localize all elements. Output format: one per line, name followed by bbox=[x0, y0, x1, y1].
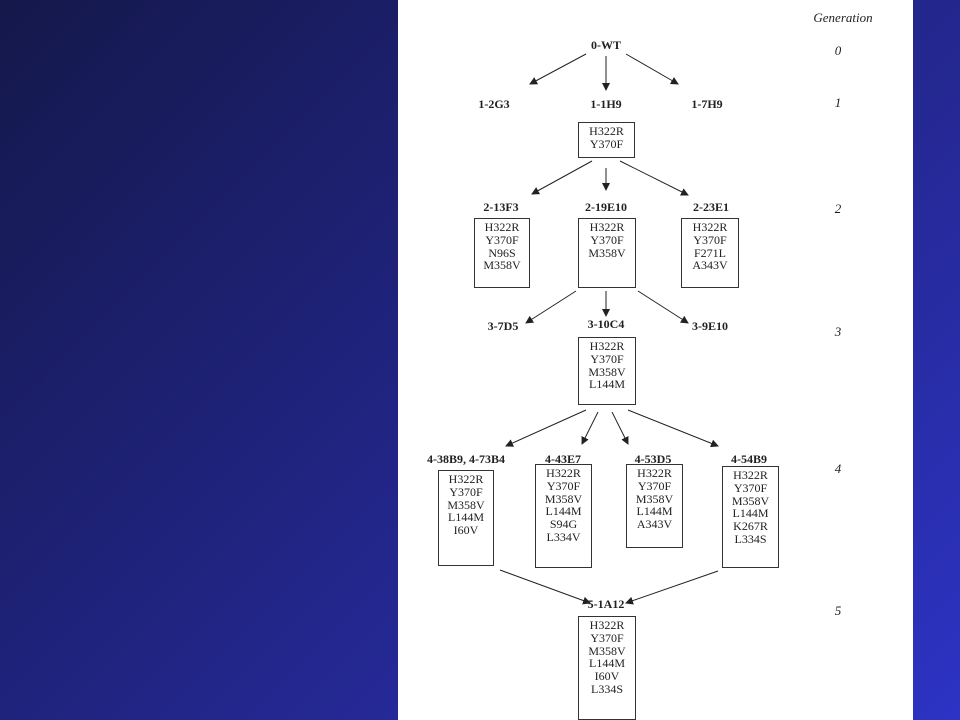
node-label-2-13f3: 2-13F3 bbox=[483, 200, 519, 214]
generation-3: 3 bbox=[834, 324, 842, 339]
mutation-text: M358V bbox=[483, 258, 521, 273]
node-label-3-7d5: 3-7D5 bbox=[487, 319, 519, 333]
generation-4: 4 bbox=[834, 461, 842, 476]
mutation-text: I60V bbox=[594, 669, 620, 684]
node-label-1-7h9: 1-7H9 bbox=[691, 97, 723, 111]
mutation-text: F271L bbox=[693, 245, 726, 260]
mutation-text: H322R bbox=[589, 124, 624, 138]
arrow-19e10-to-9e10 bbox=[637, 290, 689, 324]
mutation-text: Y370F bbox=[590, 232, 624, 247]
mutation-text: L144M bbox=[589, 656, 625, 671]
mutation-text: M358V bbox=[544, 491, 583, 506]
mutation-text: L334S bbox=[734, 531, 767, 546]
arrow-1h9-to-13f3 bbox=[531, 160, 593, 195]
mutation-text: L144M bbox=[589, 377, 625, 392]
node-label-2-23e1: 2-23E1 bbox=[693, 200, 729, 214]
mutation-text: M358V bbox=[588, 643, 626, 658]
mutation-text: L334S bbox=[590, 681, 623, 696]
generation-1: 1 bbox=[834, 95, 842, 110]
mutation-text: H322R bbox=[589, 220, 625, 234]
arrow-10c4-to-53d5 bbox=[611, 411, 629, 445]
mutation-text: L144M bbox=[732, 506, 769, 521]
node-label-3-9e10: 3-9E10 bbox=[692, 319, 728, 333]
mutation-text: A343V bbox=[636, 517, 673, 532]
arrow-wt-to-2g3 bbox=[529, 53, 587, 85]
arrow-layer bbox=[499, 53, 719, 605]
arrow-10c4-to-54b9 bbox=[627, 409, 719, 448]
mutation-text: H322R bbox=[589, 618, 625, 632]
node-label-1-2g3: 1-2G3 bbox=[478, 97, 510, 111]
mutation-text: H322R bbox=[637, 466, 672, 480]
arrow-38b9-to-1a12 bbox=[499, 569, 591, 605]
node-label-4-54b9: 4-54B9 bbox=[731, 452, 767, 466]
mutation-text: Y370F bbox=[693, 232, 727, 247]
mutation-text: H322R bbox=[589, 339, 625, 353]
node-label-4-38b9-73b4: 4-38B9, 4-73B4 bbox=[427, 452, 505, 466]
node-label-4-53d5: 4-53D5 bbox=[634, 452, 672, 466]
mutation-text: H322R bbox=[546, 466, 581, 480]
mutation-text: M358V bbox=[588, 364, 626, 379]
mutation-text: Y370F bbox=[590, 630, 624, 645]
mutation-text: N96S bbox=[488, 245, 516, 260]
arrow-wt-to-7h9 bbox=[625, 53, 679, 85]
mutation-text: K267R bbox=[733, 519, 768, 534]
lineage-diagram: Generation 0 1 2 3 4 5 0-WT 1-2G3 1-1H9 … bbox=[398, 0, 913, 720]
mutation-text: M358V bbox=[447, 497, 485, 512]
generation-header: Generation bbox=[813, 10, 873, 25]
arrow-10c4-to-43e7 bbox=[581, 411, 599, 445]
mutation-text: A343V bbox=[692, 258, 728, 273]
arrow-19e10-to-7d5 bbox=[525, 290, 577, 324]
mutation-text: L334V bbox=[546, 529, 581, 544]
mutation-text: Y370F bbox=[546, 478, 581, 493]
mutation-text: H322R bbox=[733, 468, 768, 482]
mutation-text: H322R bbox=[448, 472, 484, 486]
mutation-text: Y370F bbox=[590, 351, 624, 366]
mutation-text: S94G bbox=[549, 517, 578, 532]
node-label-5-1a12: 5-1A12 bbox=[587, 597, 625, 611]
arrow-54b9-to-1a12 bbox=[625, 570, 719, 605]
generation-2: 2 bbox=[834, 201, 842, 216]
generation-5: 5 bbox=[834, 603, 842, 618]
mutation-text: M358V bbox=[588, 245, 626, 260]
mutation-text: Y370F bbox=[733, 480, 768, 495]
mutation-text: M358V bbox=[731, 493, 770, 508]
node-label-4-43e7: 4-43E7 bbox=[545, 452, 581, 466]
mutation-text: L144M bbox=[545, 504, 582, 519]
node-label-2-19e10: 2-19E10 bbox=[585, 200, 627, 214]
arrow-1h9-to-23e1 bbox=[619, 160, 689, 196]
mutation-text: H322R bbox=[692, 220, 728, 234]
mutation-text: Y370F bbox=[589, 136, 624, 151]
node-label-0-wt: 0-WT bbox=[591, 38, 621, 52]
mutation-text: Y370F bbox=[485, 232, 519, 247]
generation-0: 0 bbox=[834, 43, 842, 58]
mutation-text: Y370F bbox=[449, 484, 483, 499]
mutation-text: L144M bbox=[448, 510, 484, 525]
arrow-10c4-to-38b9 bbox=[505, 409, 587, 447]
mutation-text: I60V bbox=[453, 523, 479, 538]
mutation-text: M358V bbox=[635, 491, 674, 506]
mutation-text: Y370F bbox=[637, 478, 672, 493]
mutation-text: L144M bbox=[636, 504, 673, 519]
mutation-text: H322R bbox=[484, 220, 520, 234]
node-label-1-1h9: 1-1H9 bbox=[590, 97, 622, 111]
node-label-3-10c4: 3-10C4 bbox=[587, 317, 625, 331]
